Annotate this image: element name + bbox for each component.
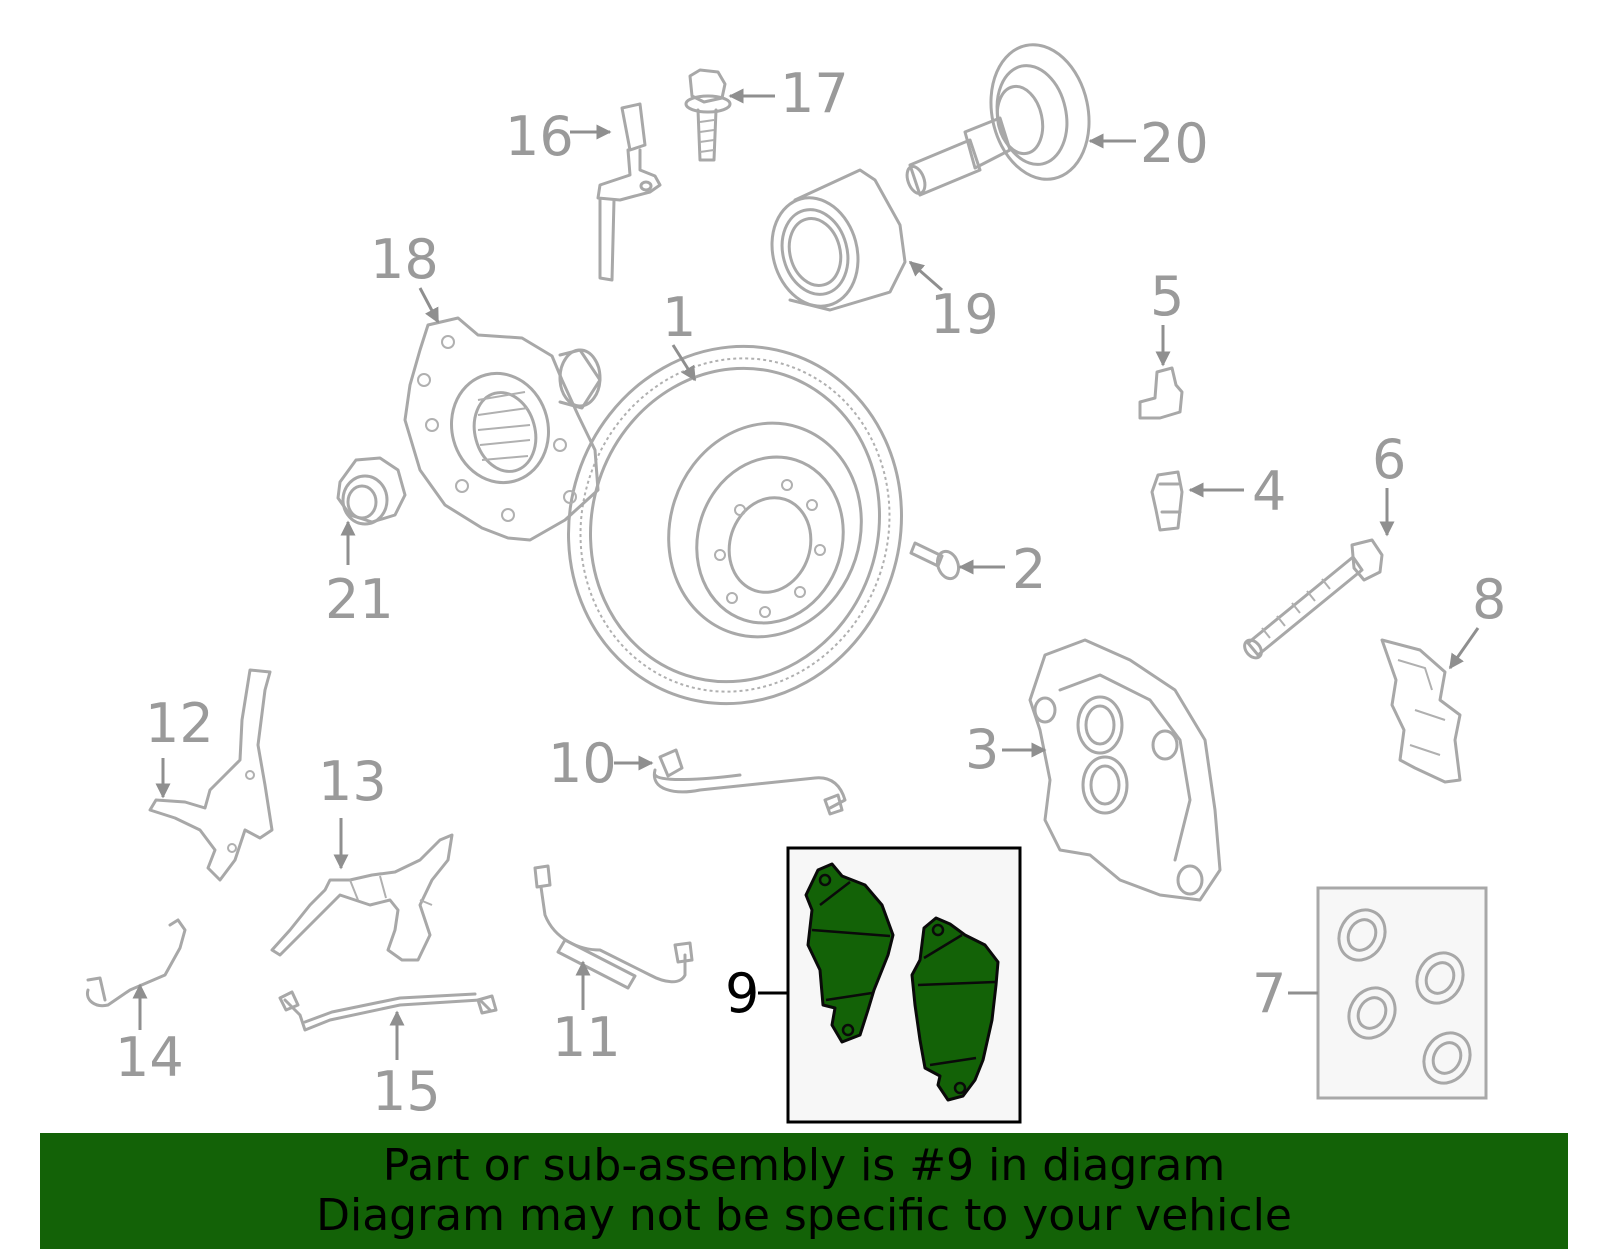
label-1: 1 <box>662 286 696 349</box>
part-8-pad-clip[interactable] <box>1380 638 1462 784</box>
part-13-bracket[interactable] <box>270 833 454 962</box>
part-20-axle-shaft[interactable] <box>904 36 1101 197</box>
part-2-rotor-screw[interactable] <box>909 541 962 582</box>
label-14: 14 <box>115 1026 184 1089</box>
part-9-brake-pad-set[interactable] <box>786 846 1022 1124</box>
label-18: 18 <box>370 228 439 291</box>
label-13: 13 <box>318 750 387 813</box>
label-2: 2 <box>1012 538 1046 601</box>
leader-18 <box>418 287 440 324</box>
label-21: 21 <box>325 568 394 631</box>
part-11-brake-hose[interactable] <box>533 864 694 990</box>
label-12: 12 <box>145 692 214 755</box>
part-1-brake-rotor[interactable] <box>522 303 947 747</box>
label-19: 19 <box>930 283 999 346</box>
label-17: 17 <box>780 62 849 125</box>
part-12-bracket[interactable] <box>148 668 274 882</box>
part-7-seal-kit[interactable] <box>1316 886 1488 1100</box>
part-6-caliper-bolt[interactable] <box>1241 538 1384 661</box>
label-7: 7 <box>1252 962 1286 1025</box>
label-3: 3 <box>965 718 999 781</box>
banner-line-1: Part or sub-assembly is #9 in diagram <box>382 1140 1226 1191</box>
label-9: 9 <box>725 962 759 1025</box>
label-4: 4 <box>1252 460 1286 523</box>
part-18-wheel-hub[interactable] <box>403 316 602 542</box>
part-14-wire-harness[interactable] <box>85 918 187 1008</box>
label-8: 8 <box>1472 568 1506 631</box>
info-banner: Part or sub-assembly is #9 in diagram Di… <box>40 1133 1568 1249</box>
part-10-brake-line[interactable] <box>652 748 847 816</box>
label-10: 10 <box>548 732 617 795</box>
leader-1 <box>671 344 697 382</box>
part-19-wheel-bearing[interactable] <box>760 168 907 316</box>
label-15: 15 <box>372 1060 441 1123</box>
part-3-brake-caliper[interactable] <box>1028 638 1222 902</box>
part-17-bolt[interactable] <box>684 68 732 162</box>
part-5-bleeder-cap[interactable] <box>1138 366 1184 420</box>
label-20: 20 <box>1140 112 1209 175</box>
part-16-wheel-speed-sensor[interactable] <box>596 102 662 282</box>
banner-line-2: Diagram may not be specific to your vehi… <box>316 1190 1292 1241</box>
leader-19 <box>908 260 943 292</box>
part-21-hub-nut[interactable] <box>336 456 407 526</box>
label-11: 11 <box>552 1006 621 1069</box>
leader-8 <box>1448 627 1480 670</box>
label-16: 16 <box>505 105 574 168</box>
label-5: 5 <box>1150 265 1184 328</box>
label-6: 6 <box>1372 428 1406 491</box>
part-15-brake-line[interactable] <box>278 990 498 1032</box>
part-4-clip[interactable] <box>1150 470 1184 532</box>
